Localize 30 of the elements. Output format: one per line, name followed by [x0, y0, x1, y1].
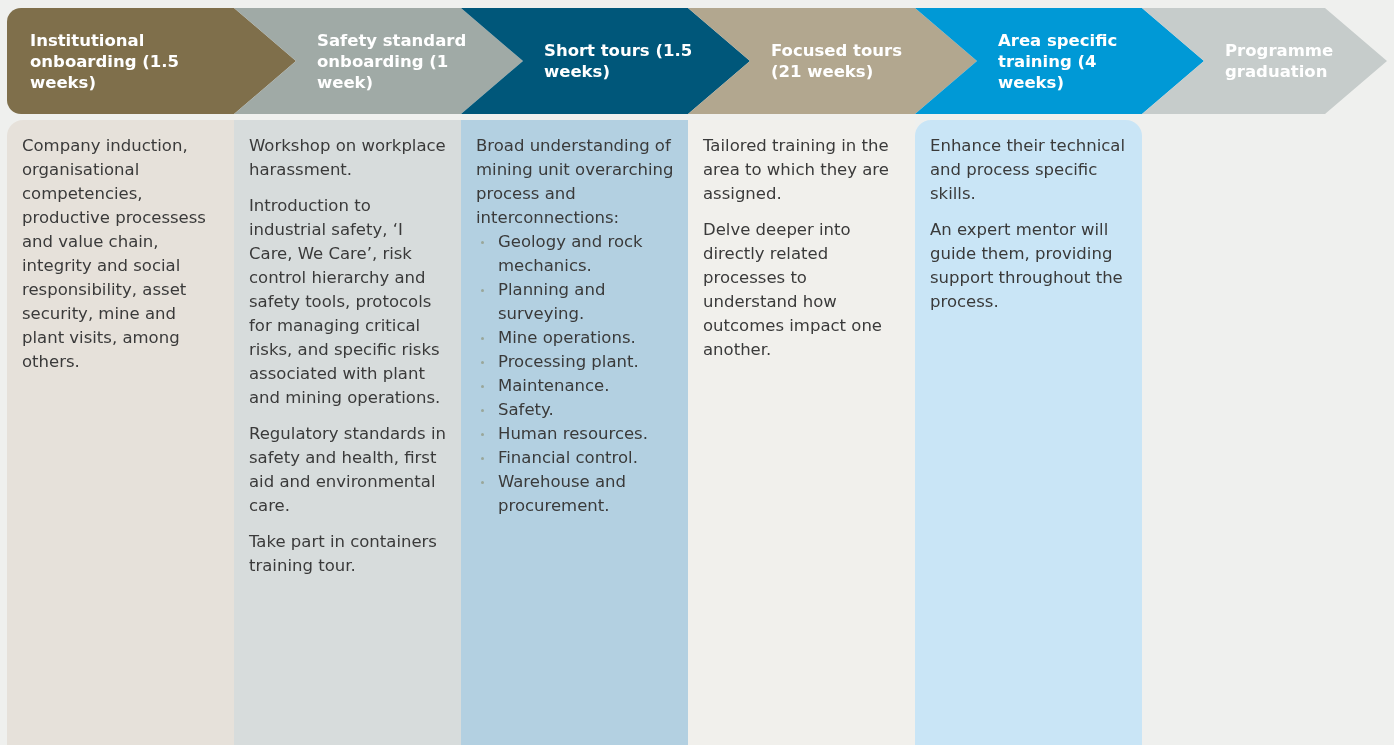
bullet-item: Human resources.: [476, 422, 674, 446]
description-text: Company induction, organisational competencies, productive processess and value chain, integrity and social responsibility, asset security, mine and plant visits, among others.: [22, 135, 207, 373]
bullet-item: Mine operations.: [476, 326, 674, 350]
description-text: Tailored training in the area to which they are assigned.: [703, 135, 890, 205]
bullet-item: Financial control.: [476, 446, 674, 470]
description-panel: [461, 120, 688, 745]
chevron-step: [7, 8, 234, 114]
bullet-item: Processing plant.: [476, 350, 674, 374]
description-panel: [7, 120, 234, 745]
description-text: Introduction to industrial safety, ‘I Care, We Care’, risk control hierarchy and safety tools, protocols for managing critical risks, and specific risks associated with plant and mining operations.: [249, 195, 442, 409]
description-text: Enhance their technical and process specific skills.: [930, 135, 1127, 205]
description-text: Take part in containers training tour.: [249, 531, 438, 577]
bullet-item: Warehouse and procurement.: [476, 470, 674, 518]
description-text: Regulatory standards in safety and health, first aid and environmental care.: [249, 423, 447, 517]
description-text: Workshop on workplace harassment.: [249, 135, 447, 181]
step-title: Area specific training (4 weeks): [998, 29, 1119, 93]
step-title: Programme graduation: [1225, 40, 1335, 82]
description-panel: [234, 120, 461, 745]
step-title: Safety standard onboarding (1 week): [317, 29, 468, 93]
description-text: An expert mentor will guide them, providing support throughout the process.: [930, 219, 1124, 313]
bullet-item: Geology and rock mechanics.: [476, 230, 674, 278]
bullet-item: Maintenance.: [476, 374, 674, 398]
step-title: Institutional onboarding (1.5 weeks): [30, 29, 181, 93]
description-text: Delve deeper into directly related processes to understand how outcomes impact one another.: [703, 219, 883, 361]
step-title: Short tours (1.5 weeks): [544, 40, 694, 82]
description-text: Broad understanding of mining unit overarching process and interconnections:: [476, 135, 674, 229]
bullet-item: Planning and surveying.: [476, 278, 674, 326]
step-title: Focused tours (21 weeks): [771, 40, 903, 82]
bullet-item: Safety.: [476, 398, 674, 422]
description-panel: [915, 120, 1142, 745]
